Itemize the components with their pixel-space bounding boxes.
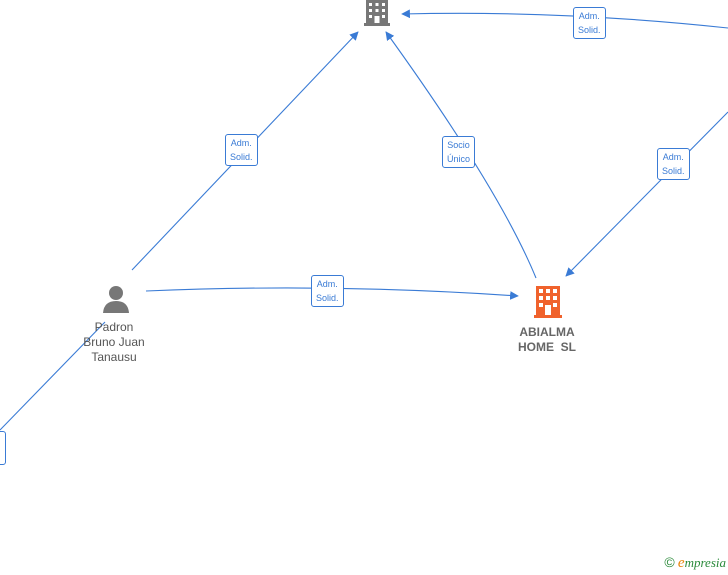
- edge-right-to-main: [565, 111, 728, 277]
- main-company-name-label[interactable]: ABIALMA HOME SL: [517, 325, 576, 354]
- edge-label-main-to-top[interactable]: Socio Único: [442, 136, 476, 168]
- person-icon[interactable]: [103, 286, 129, 313]
- edge-offscreen-left: [0, 321, 106, 431]
- edge-label-person-to-main[interactable]: Adm. Solid.: [311, 275, 344, 307]
- edge-top-right-to-top: [401, 9, 728, 29]
- empresia-watermark: © empresia: [664, 554, 726, 572]
- edge-label-offscreen-left[interactable]: [0, 431, 6, 465]
- edge-label-top-right-to-top[interactable]: Adm. Solid.: [573, 7, 606, 39]
- edge-main-to-top: [385, 31, 537, 279]
- brand-initial: e: [677, 555, 685, 571]
- edge-label-right-to-main[interactable]: Adm. Solid.: [657, 148, 690, 180]
- building-icon[interactable]: [364, 0, 390, 26]
- brand-name: mpresia: [684, 555, 726, 570]
- edge-label-person-to-top[interactable]: Adm. Solid.: [225, 134, 258, 166]
- main-company-building-icon[interactable]: [534, 286, 562, 318]
- person-name-label[interactable]: Padron Bruno Juan Tanausu: [83, 320, 145, 364]
- copyright-symbol: ©: [664, 554, 675, 570]
